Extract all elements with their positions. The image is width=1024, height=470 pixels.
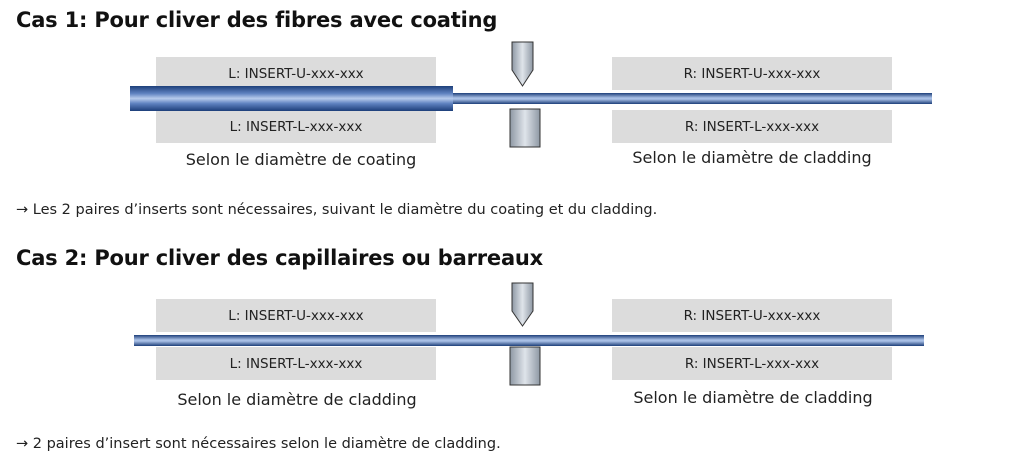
case1-left-upper-insert: L: INSERT-U-xxx-xxx [156,57,436,90]
case1-right-lower-insert: R: INSERT-L-xxx-xxx [612,110,892,143]
case2-left-lower-insert: L: INSERT-L-xxx-xxx [156,347,436,380]
case1-heading: Cas 1: Pour cliver des fibres avec coati… [16,8,498,32]
case2-right-lower-insert: R: INSERT-L-xxx-xxx [612,347,892,380]
case1-note: → Les 2 paires d’inserts sont nécessaire… [16,202,658,218]
case1-left-caption: Selon le diamètre de coating [185,150,417,169]
case2-upper-blade [511,282,534,327]
case1-right-caption: Selon le diamètre de cladding [632,148,872,167]
case2-left-caption: Selon le diamètre de cladding [177,390,417,409]
case1-cladding-fiber-front [452,93,932,104]
case2-note: → 2 paires d’insert sont nécessaires sel… [16,436,501,452]
case2-right-upper-insert: R: INSERT-U-xxx-xxx [612,299,892,332]
case2-heading: Cas 2: Pour cliver des capillaires ou ba… [16,246,544,270]
case1-left-lower-insert: L: INSERT-L-xxx-xxx [156,110,436,143]
case1-right-upper-insert: R: INSERT-U-xxx-xxx [612,57,892,90]
case2-lower-anvil [509,346,541,386]
case1-upper-blade [511,41,534,87]
case1-lower-anvil [509,108,541,148]
case2-cladding-fiber-front [134,335,924,346]
case2-left-upper-insert: L: INSERT-U-xxx-xxx [156,299,436,332]
case2-right-caption: Selon le diamètre de cladding [633,388,873,407]
case1-coated-fiber-front [130,86,453,111]
